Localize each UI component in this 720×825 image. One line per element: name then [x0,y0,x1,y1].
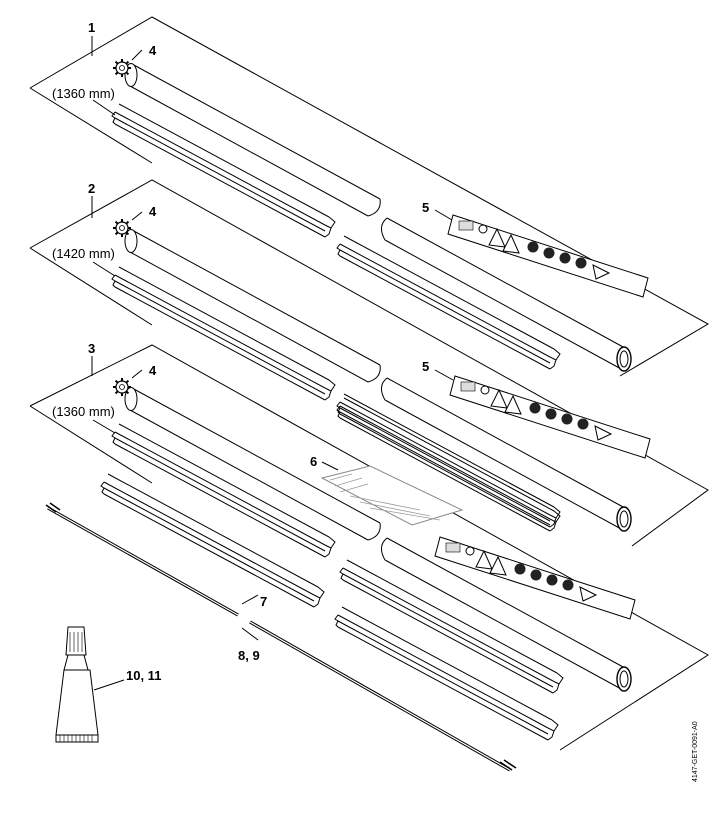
callout-5: 5 [422,200,429,215]
callout-5: 5 [422,359,429,374]
callout-3: 3 [88,341,95,356]
callout-4: 4 [149,43,157,58]
length-label-2: (1420 mm) [52,246,115,261]
callout-8-9: 8, 9 [238,648,260,663]
length-label-1: (1360 mm) [52,86,115,101]
callout-4: 4 [149,204,157,219]
drive-shaft [45,502,517,772]
callouts: 1 4 (1360 mm) 5 2 4 (1420 mm) 5 3 4 (136… [52,20,699,782]
callout-6: 6 [310,454,317,469]
callout-10-11: 10, 11 [126,668,161,683]
panel-1 [29,16,710,377]
callout-4: 4 [149,363,157,378]
drawing-code: 4147-GET-0091-A0 [692,721,699,782]
callout-7: 7 [260,594,267,609]
callout-1: 1 [88,20,95,35]
grease-tube [55,626,125,743]
callout-2: 2 [88,181,95,196]
panel-2 [29,179,709,547]
panel-3 [29,344,709,751]
length-label-3: (1360 mm) [52,404,115,419]
